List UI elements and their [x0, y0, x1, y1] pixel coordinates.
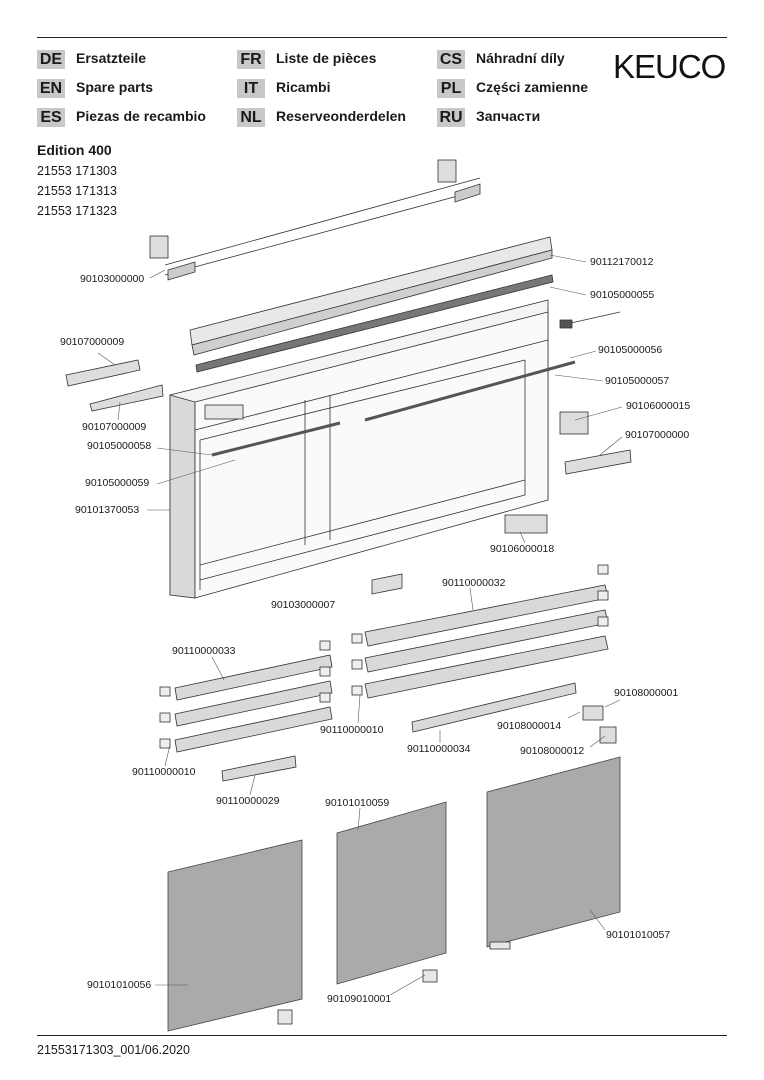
lang-label-de: Ersatzteile [76, 50, 147, 66]
part-number: 90105000057 [605, 375, 670, 387]
lang-code-es: ES [37, 108, 65, 127]
part-number: 90101370053 [75, 504, 140, 516]
part-number: 90112170012 [590, 256, 654, 268]
part-number: 90108000001 [614, 687, 679, 699]
part-number: 90101010056 [87, 979, 152, 991]
product-title: Edition 400 [37, 142, 112, 158]
lang-code-nl: NL [237, 108, 265, 127]
part-number: 90107000009 [60, 336, 125, 348]
part-number: 90101010057 [606, 929, 671, 941]
lang-code-de: DE [37, 50, 65, 69]
lang-label-es: Piezas de recambio [76, 108, 206, 124]
part-number: 90110000010 [320, 724, 384, 736]
document-id: 21553171303_001/06.2020 [37, 1043, 190, 1057]
lang-label-en: Spare parts [76, 79, 154, 95]
part-number: 90109010001 [327, 993, 392, 1005]
article-number: 21553 171313 [37, 184, 117, 198]
part-number: 90110000010 [132, 766, 196, 778]
part-number: 90107000000 [625, 429, 690, 441]
part-number: 90105000056 [598, 344, 663, 356]
part-number: 90108000014 [497, 720, 562, 732]
lang-label-fr: Liste de pièces [276, 50, 377, 66]
part-number: 90105000055 [590, 289, 655, 301]
keuco-logo: KEUCO [613, 48, 726, 85]
article-number: 21553 171303 [37, 164, 117, 178]
article-number: 21553 171323 [37, 204, 117, 218]
lang-label-it: Ricambi [276, 79, 331, 95]
part-number: 90110000034 [407, 743, 471, 755]
part-number: 90103000007 [271, 599, 336, 611]
lang-label-cs: Náhradní díly [476, 50, 565, 66]
part-number: 90105000058 [87, 440, 152, 452]
part-number: 90110000032 [442, 577, 506, 589]
lang-code-pl: PL [437, 79, 465, 98]
part-number: 90107000009 [82, 421, 147, 433]
part-number: 90101010059 [325, 797, 390, 809]
part-number: 90110000029 [216, 795, 280, 807]
lang-label-nl: Reserveonderdelen [276, 108, 406, 124]
lang-code-cs: CS [437, 50, 465, 69]
bottom-rule [37, 1035, 727, 1036]
lang-label-pl: Części zamienne [476, 79, 589, 95]
part-number: 90108000012 [520, 745, 585, 757]
top-rule [37, 37, 727, 38]
lang-code-fr: FR [237, 50, 265, 69]
part-number: 90106000018 [490, 543, 555, 555]
part-number: 90103000000 [80, 273, 145, 285]
lang-code-it: IT [237, 79, 265, 98]
lang-code-en: EN [37, 79, 65, 98]
part-number: 90106000015 [626, 400, 691, 412]
part-number: 90105000059 [85, 477, 150, 489]
lang-label-ru: Запчасти [476, 108, 541, 124]
lang-code-ru: RU [437, 108, 465, 127]
part-number: 90110000033 [172, 645, 236, 657]
